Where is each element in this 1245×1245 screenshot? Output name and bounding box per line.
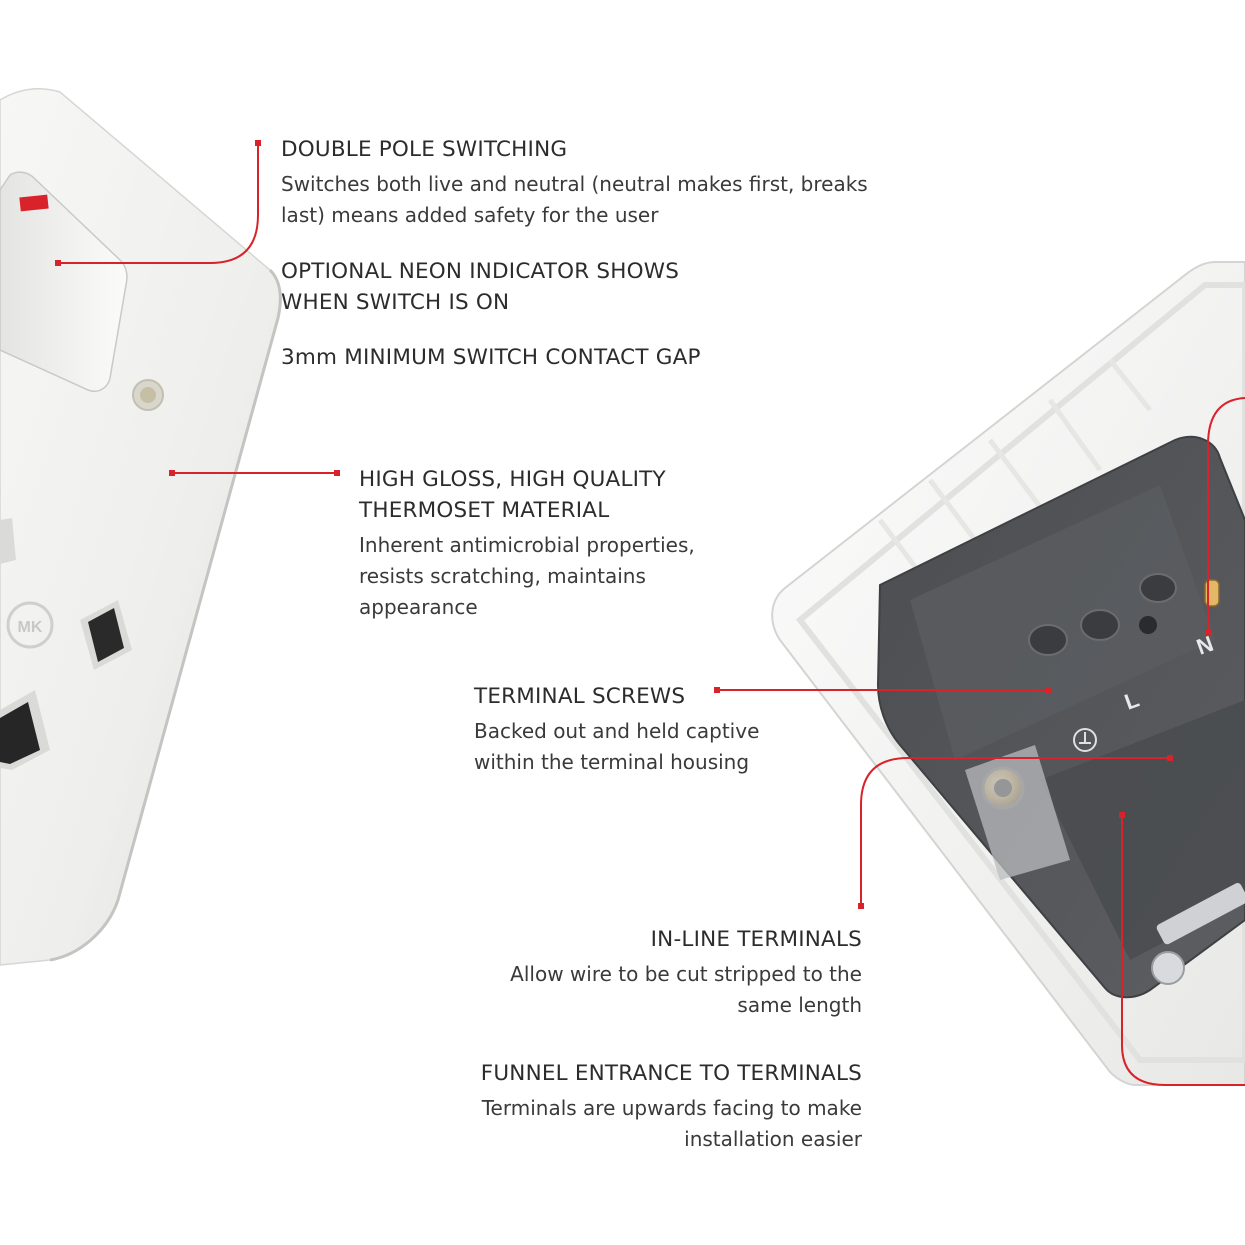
mk-logo: MK: [6, 601, 54, 649]
svg-text:MK: MK: [18, 619, 43, 636]
earth-symbol-icon: [1073, 728, 1097, 752]
terminal-screw-holes: [1028, 573, 1177, 656]
fixing-screw: [1151, 882, 1245, 985]
brass-terminal: [965, 745, 1070, 880]
socket-live-aperture: [0, 690, 50, 770]
leader-lines: [58, 143, 1245, 1086]
callout-double-pole: DOUBLE POLE SWITCHING Switches both live…: [281, 134, 868, 231]
callout-neon-indicator: OPTIONAL NEON INDICATOR SHOWS WHEN SWITC…: [281, 259, 680, 315]
callout-funnel-entrance: FUNNEL ENTRANCE TO TERMINALS Terminals a…: [480, 1061, 862, 1151]
callout-terminal-screws: TERMINAL SCREWS Backed out and held capt…: [474, 684, 760, 774]
socket-earth-aperture: [80, 600, 132, 670]
leader-markers: [55, 140, 1211, 909]
rocker-switch: [0, 171, 128, 392]
gloss-desc: Inherent antimicrobial properties, resis…: [359, 533, 695, 619]
switch-on-indicator: [19, 194, 49, 212]
double-pole-title: DOUBLE POLE SWITCHING: [281, 137, 568, 162]
double-pole-desc: Switches both live and neutral (neutral …: [281, 172, 868, 227]
socket-neutral-aperture: [0, 518, 16, 564]
callout-contact-gap: 3mm MINIMUM SWITCH CONTACT GAP: [281, 345, 701, 370]
callout-inline-terminals: IN-LINE TERMINALS Allow wire to be cut s…: [510, 927, 862, 1017]
callout-gloss-material: HIGH GLOSS, HIGH QUALITY THERMOSET MATER…: [359, 464, 695, 623]
